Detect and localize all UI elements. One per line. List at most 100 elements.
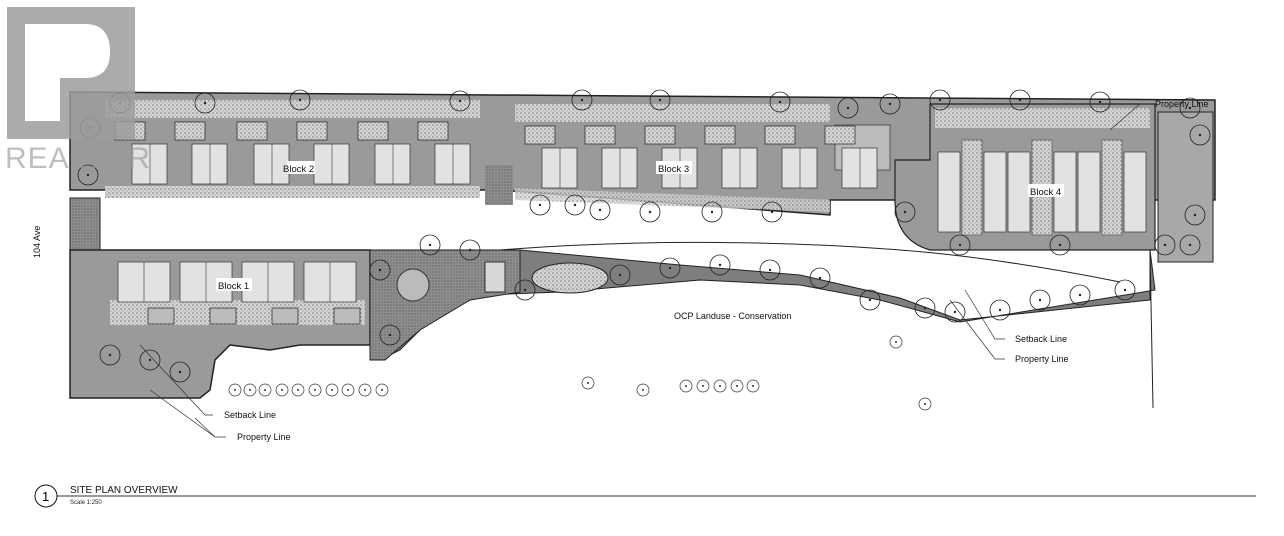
tree-icon — [609, 264, 631, 286]
tree-center — [281, 389, 283, 391]
patio — [704, 125, 736, 145]
tree-icon — [1179, 97, 1201, 119]
tree-icon — [769, 91, 791, 113]
tree-icon — [1154, 234, 1176, 256]
patio — [296, 121, 328, 141]
tree-icon — [837, 97, 859, 119]
tree-icon — [649, 89, 671, 111]
tree-center — [868, 298, 872, 302]
tree-center — [148, 358, 152, 362]
townhouse-unit — [1077, 151, 1101, 233]
block-4-label: Block 4 — [1030, 187, 1061, 198]
tree-icon — [379, 324, 401, 346]
tree-center — [846, 106, 850, 110]
tree-center — [903, 210, 907, 214]
tree-center — [1188, 243, 1192, 247]
tree-center — [108, 353, 112, 357]
tree-icon — [369, 259, 391, 281]
tree-icon — [77, 164, 99, 186]
tree-icon — [1184, 204, 1206, 226]
tree-icon — [949, 234, 971, 256]
tree-center — [1193, 213, 1197, 217]
patio — [524, 125, 556, 145]
tree-center — [1123, 288, 1127, 292]
tree-icon — [529, 194, 551, 216]
tree-icon — [449, 90, 471, 112]
tree-center — [297, 389, 299, 391]
patio — [357, 121, 389, 141]
title-block: 1 SITE PLAN OVERVIEW Scale 1:250 — [34, 484, 1256, 508]
patio — [271, 307, 299, 325]
tree-center — [86, 173, 90, 177]
tree-center — [719, 385, 721, 387]
tree-center — [587, 382, 589, 384]
tree-center — [923, 306, 927, 310]
townhouse-unit — [541, 147, 578, 189]
tree-center — [523, 288, 527, 292]
block-4-units — [937, 139, 1147, 236]
tree-icon — [1029, 289, 1051, 311]
tree-icon — [761, 201, 783, 223]
tree-center — [1078, 293, 1082, 297]
tree-center — [378, 268, 382, 272]
north-site-area — [69, 91, 1216, 263]
tree-center — [1198, 133, 1202, 137]
tree-icon — [639, 201, 661, 223]
tree-icon — [419, 234, 441, 256]
block-2-label: Block 2 — [283, 164, 314, 175]
block-3-label: Block 3 — [658, 164, 689, 175]
tree-icon — [914, 297, 936, 319]
tree-center — [1098, 100, 1102, 104]
tree-icon — [99, 344, 121, 366]
patio — [174, 121, 206, 141]
tree-icon — [809, 267, 831, 289]
tree-center — [685, 385, 687, 387]
tree-center — [770, 210, 774, 214]
tree-icon — [1069, 284, 1091, 306]
tree-icon — [571, 89, 593, 111]
patio — [209, 307, 237, 325]
tree-icon — [759, 259, 781, 281]
townhouse-unit — [937, 151, 961, 233]
townhouse-unit — [131, 143, 168, 185]
townhouse-unit — [841, 147, 878, 189]
setback-line-label-right: Setback Line — [1015, 334, 1067, 344]
property-line-label-top: Property Line — [1155, 99, 1209, 109]
tree-center — [642, 389, 644, 391]
tree-center — [718, 263, 722, 267]
tree-center — [468, 248, 472, 252]
tree-icon — [929, 89, 951, 111]
tree-icon — [1179, 234, 1201, 256]
tree-center — [364, 389, 366, 391]
property-line-label-right: Property Line — [1015, 354, 1069, 364]
townhouse-unit — [434, 143, 471, 185]
tree-center — [598, 208, 602, 212]
tree-center — [381, 389, 383, 391]
street-label: 104 Ave — [32, 226, 42, 258]
tree-center — [618, 273, 622, 277]
property-line-label-left: Property Line — [237, 432, 291, 442]
tree-center — [953, 310, 957, 314]
tree-center — [1188, 106, 1192, 110]
tree-icon — [1114, 279, 1136, 301]
tree-icon — [1089, 91, 1111, 113]
tree-center — [178, 370, 182, 374]
townhouse-unit — [1123, 151, 1147, 233]
leader-lines — [139, 103, 1152, 438]
tree-center — [998, 308, 1002, 312]
tree-center — [778, 100, 782, 104]
tree-icon — [894, 201, 916, 223]
tree-icon — [1049, 234, 1071, 256]
tree-center — [1163, 243, 1167, 247]
tree-center — [938, 98, 942, 102]
patio — [236, 121, 268, 141]
patio — [333, 307, 361, 325]
patio — [147, 307, 175, 325]
tree-icon — [709, 254, 731, 276]
tree-center — [668, 266, 672, 270]
tree-icon — [701, 201, 723, 223]
tree-center — [958, 243, 962, 247]
townhouse-unit — [191, 143, 228, 185]
tree-icon — [589, 199, 611, 221]
